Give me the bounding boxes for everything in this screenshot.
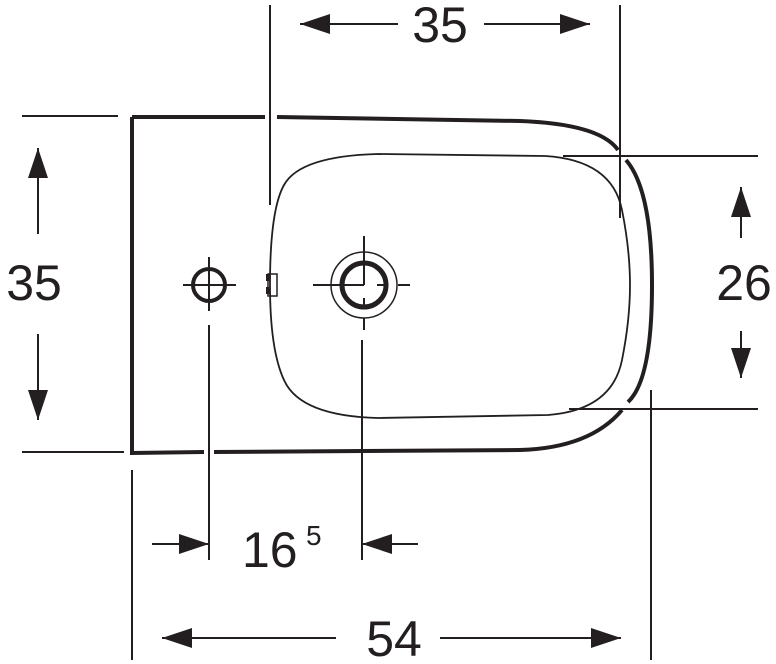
dimension-top-width: 35 <box>300 0 590 53</box>
dimension-overall-depth: 54 <box>162 611 621 664</box>
overflow-slot-symbol <box>266 273 278 297</box>
dimension-tap-to-drain: 16 5 <box>152 520 418 578</box>
bidet-outer-outline <box>130 115 655 456</box>
dimension-tap-to-drain-superscript: 5 <box>306 520 322 551</box>
dimension-right-bowl-height: 26 <box>716 187 772 378</box>
dimension-left-height: 35 <box>6 148 62 420</box>
drain-outlet-symbol <box>313 236 410 330</box>
dimension-right-bowl-height-label: 26 <box>716 255 772 311</box>
dimension-top-width-label: 35 <box>412 0 468 53</box>
bidet-bowl-outline <box>269 153 631 419</box>
dimension-left-height-label: 35 <box>6 255 62 311</box>
dimension-tap-to-drain-label: 16 <box>242 522 298 578</box>
tap-hole-symbol <box>183 257 236 311</box>
dimension-overall-depth-label: 54 <box>366 611 422 664</box>
extension-lines <box>22 5 758 660</box>
